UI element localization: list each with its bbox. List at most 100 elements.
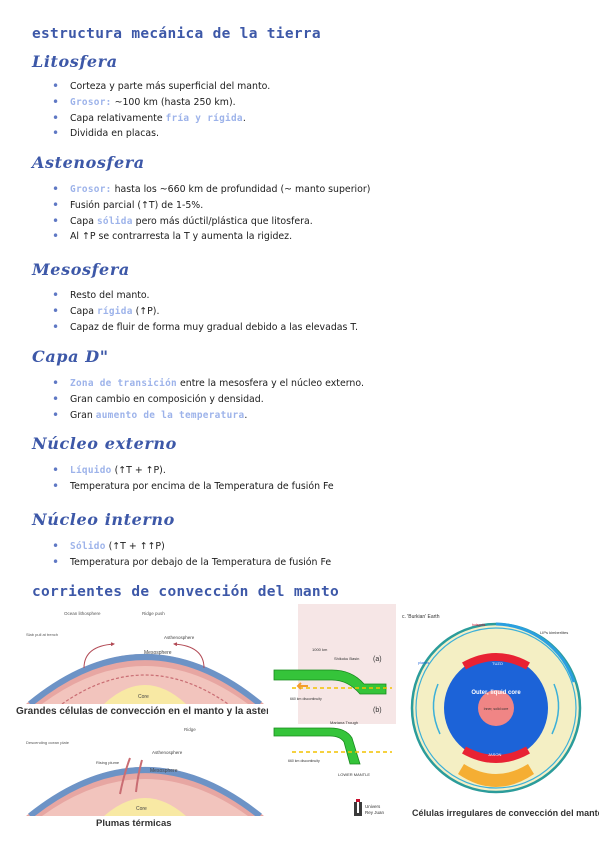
list-astenosfera: Grosor: hasta los ~660 km de profundidad…	[52, 182, 370, 245]
ocean-lithosphere-label: Ocean lithosphere	[64, 611, 101, 616]
bullet-text: (↑T + ↑P).	[111, 465, 166, 476]
heading-nucleo-interno: Núcleo interno	[32, 510, 175, 529]
rising-plume-label: Rising plume	[96, 760, 120, 765]
hotspots-label: hotspots	[472, 623, 485, 627]
tuzo-label: TUZO	[492, 661, 503, 666]
highlight-text: Zona de transición	[70, 378, 177, 389]
slab-b-trench: Mariana Trough	[330, 720, 358, 725]
descending-slab-label: Descending ocean plate	[26, 740, 70, 745]
ridge-push-label: Ridge push	[142, 611, 165, 616]
bullet-item: Al ↑P se contrarresta la T y aumenta la …	[52, 229, 370, 245]
slab-pull-label: Slab pull at trench	[26, 632, 58, 637]
bullet-item: Sólido (↑T + ↑↑P)	[52, 539, 331, 555]
slab-diagrams: (a) 1000 km Shikoku Basin 660 km discont…	[268, 604, 396, 794]
bullet-text: Capa	[70, 215, 97, 227]
bullet-text: .	[244, 409, 248, 421]
bullet-item: Grosor: hasta los ~660 km de profundidad…	[52, 182, 370, 198]
bullet-text: Temperatura por debajo de la Temperatura…	[70, 556, 332, 568]
asthenosphere-label-b: Asthenosphere	[152, 750, 183, 755]
slab-b-lower-mantle: LOWER MANTLE	[338, 772, 370, 777]
bullet-item: Corteza y parte más superficial del mant…	[52, 79, 270, 95]
page-title: estructura mecánica de la tierra	[32, 26, 321, 42]
bullet-item: Fusión parcial (↑T) de 1-5%.	[52, 198, 370, 214]
bullet-item: Grosor: ~100 km (hasta 250 km).	[52, 95, 270, 111]
slab-b-tag: (b)	[373, 707, 382, 714]
core-label-b: Core	[136, 806, 147, 812]
core-label-a: Core	[138, 694, 149, 700]
university-logo: Univers Rey Juan	[352, 798, 396, 820]
bullet-text: Dividida en placas.	[70, 128, 159, 140]
convection-title: corrientes de convección del manto	[32, 584, 340, 600]
bullet-item: Zona de transición entre la mesosfera y …	[52, 376, 364, 392]
jason-label: JASON	[488, 752, 501, 757]
heading-mesosfera: Mesosfera	[32, 260, 130, 279]
slab-a-disc: 660 km discontinuity	[290, 697, 322, 701]
slab-a-km: 1000 km	[312, 647, 328, 652]
bullet-item: Capaz de fluir de forma muy gradual debi…	[52, 320, 358, 336]
bullet-text: Gran cambio en composición y densidad.	[70, 393, 264, 405]
bullet-text: Capa	[70, 305, 97, 317]
university-logo-line-2: Rey Juan	[365, 810, 385, 815]
heading-astenosfera: Astenosfera	[32, 153, 145, 172]
highlight-text: rígida	[96, 305, 133, 317]
list-capa-d: Zona de transición entre la mesosfera y …	[52, 376, 364, 423]
irregular-cells-svg: c. 'Burkian' Earth Outer, liquid core In…	[398, 604, 594, 796]
bullet-text: (↑T + ↑↑P)	[105, 541, 165, 552]
bullet-item: Resto del manto.	[52, 288, 358, 304]
highlight-text: Sólido	[70, 541, 106, 552]
bullet-text: pero más dúctil/plástica que litosfera.	[132, 215, 313, 227]
highlight-text: aumento de la temperatura	[95, 409, 245, 421]
list-mesosfera: Resto del manto.Capa rígida (↑P).Capaz d…	[52, 288, 358, 335]
bullet-item: Temperatura por encima de la Temperatura…	[52, 479, 334, 495]
slab-svg: (a) 1000 km Shikoku Basin 660 km discont…	[268, 604, 396, 794]
slab-b-disc: 660 km discontinuity	[288, 759, 320, 763]
caption-plumes: Plumas térmicas	[96, 818, 172, 829]
bullet-item: Líquido (↑T + ↑P).	[52, 463, 334, 479]
highlight-text: sólida	[96, 215, 133, 227]
university-logo-line-1: Univers	[365, 804, 381, 809]
large-cells-diagram: Core Mesosphere Asthenosphere Ocean lith…	[24, 606, 266, 707]
bullet-text: Fusión parcial (↑T) de 1-5%.	[70, 199, 204, 211]
heading-capa-d: Capa D"	[32, 347, 109, 366]
plumes-diagram: Core Mesosphere Asthenosphere Rising plu…	[24, 724, 266, 819]
heading-litosfera: Litosfera	[32, 52, 118, 71]
bullet-item: Dividida en placas.	[52, 126, 270, 142]
list-litosfera: Corteza y parte más superficial del mant…	[52, 79, 270, 142]
slab-a-tag: (a)	[373, 656, 382, 663]
highlight-text: Grosor:	[70, 184, 112, 195]
highlight-text: Grosor:	[70, 96, 112, 108]
university-logo-svg: Univers Rey Juan	[354, 799, 385, 816]
irregular-cells-diagram: c. 'Burkian' Earth Outer, liquid core In…	[398, 604, 594, 796]
caption-large-cells: Grandes células de convección en el mant…	[16, 706, 303, 717]
highlight-text: Líquido	[70, 465, 112, 476]
bullet-text: entre la mesosfera y el núcleo externo.	[177, 378, 364, 389]
bullet-item: Capa relativamente fría y rígida.	[52, 111, 270, 127]
bullet-text: ~100 km (hasta 250 km).	[111, 96, 236, 108]
slab-a-trench: Shikoku Basin	[334, 656, 359, 661]
bullet-text: Gran	[70, 409, 96, 421]
ridge-label-b: Ridge	[184, 727, 196, 732]
mesosphere-label-b: Mesosphere	[150, 768, 178, 774]
bullet-text: Capa relativamente	[70, 112, 166, 124]
list-nucleo-externo: Líquido (↑T + ↑P).Temperatura por encima…	[52, 463, 334, 495]
bullet-text: (↑P).	[132, 305, 160, 317]
heading-nucleo-externo: Núcleo externo	[32, 434, 177, 453]
caption-irregular-cells: Células irregulares de convección del ma…	[412, 808, 599, 818]
highlight-text: fría y rígida	[165, 112, 243, 124]
bullet-text: Capaz de fluir de forma muy gradual debi…	[70, 321, 358, 333]
plumes-label: plumes	[418, 661, 430, 665]
bullet-item: Temperatura por debajo de la Temperatura…	[52, 555, 331, 571]
bullet-text: Resto del manto.	[70, 290, 150, 301]
bullet-item: Capa sólida pero más dúctil/plástica que…	[52, 214, 370, 230]
bullet-text: .	[242, 112, 246, 124]
outer-core-label: Outer, liquid core	[471, 690, 521, 696]
bullet-item: Capa rígida (↑P).	[52, 304, 358, 320]
bullet-text: hasta los ~660 km de profundidad (~ mant…	[111, 184, 371, 195]
large-cells-svg: Core Mesosphere Asthenosphere Ocean lith…	[24, 606, 266, 707]
bullet-item: Gran cambio en composición y densidad.	[52, 392, 364, 408]
bullet-text: Temperatura por encima de la Temperatura…	[70, 480, 334, 492]
bullet-text: Al ↑P se contrarresta la T y aumenta la …	[70, 231, 293, 243]
earth-c-tag: c. 'Burkian' Earth	[402, 614, 440, 620]
bullet-text: Corteza y parte más superficial del mant…	[70, 81, 271, 92]
